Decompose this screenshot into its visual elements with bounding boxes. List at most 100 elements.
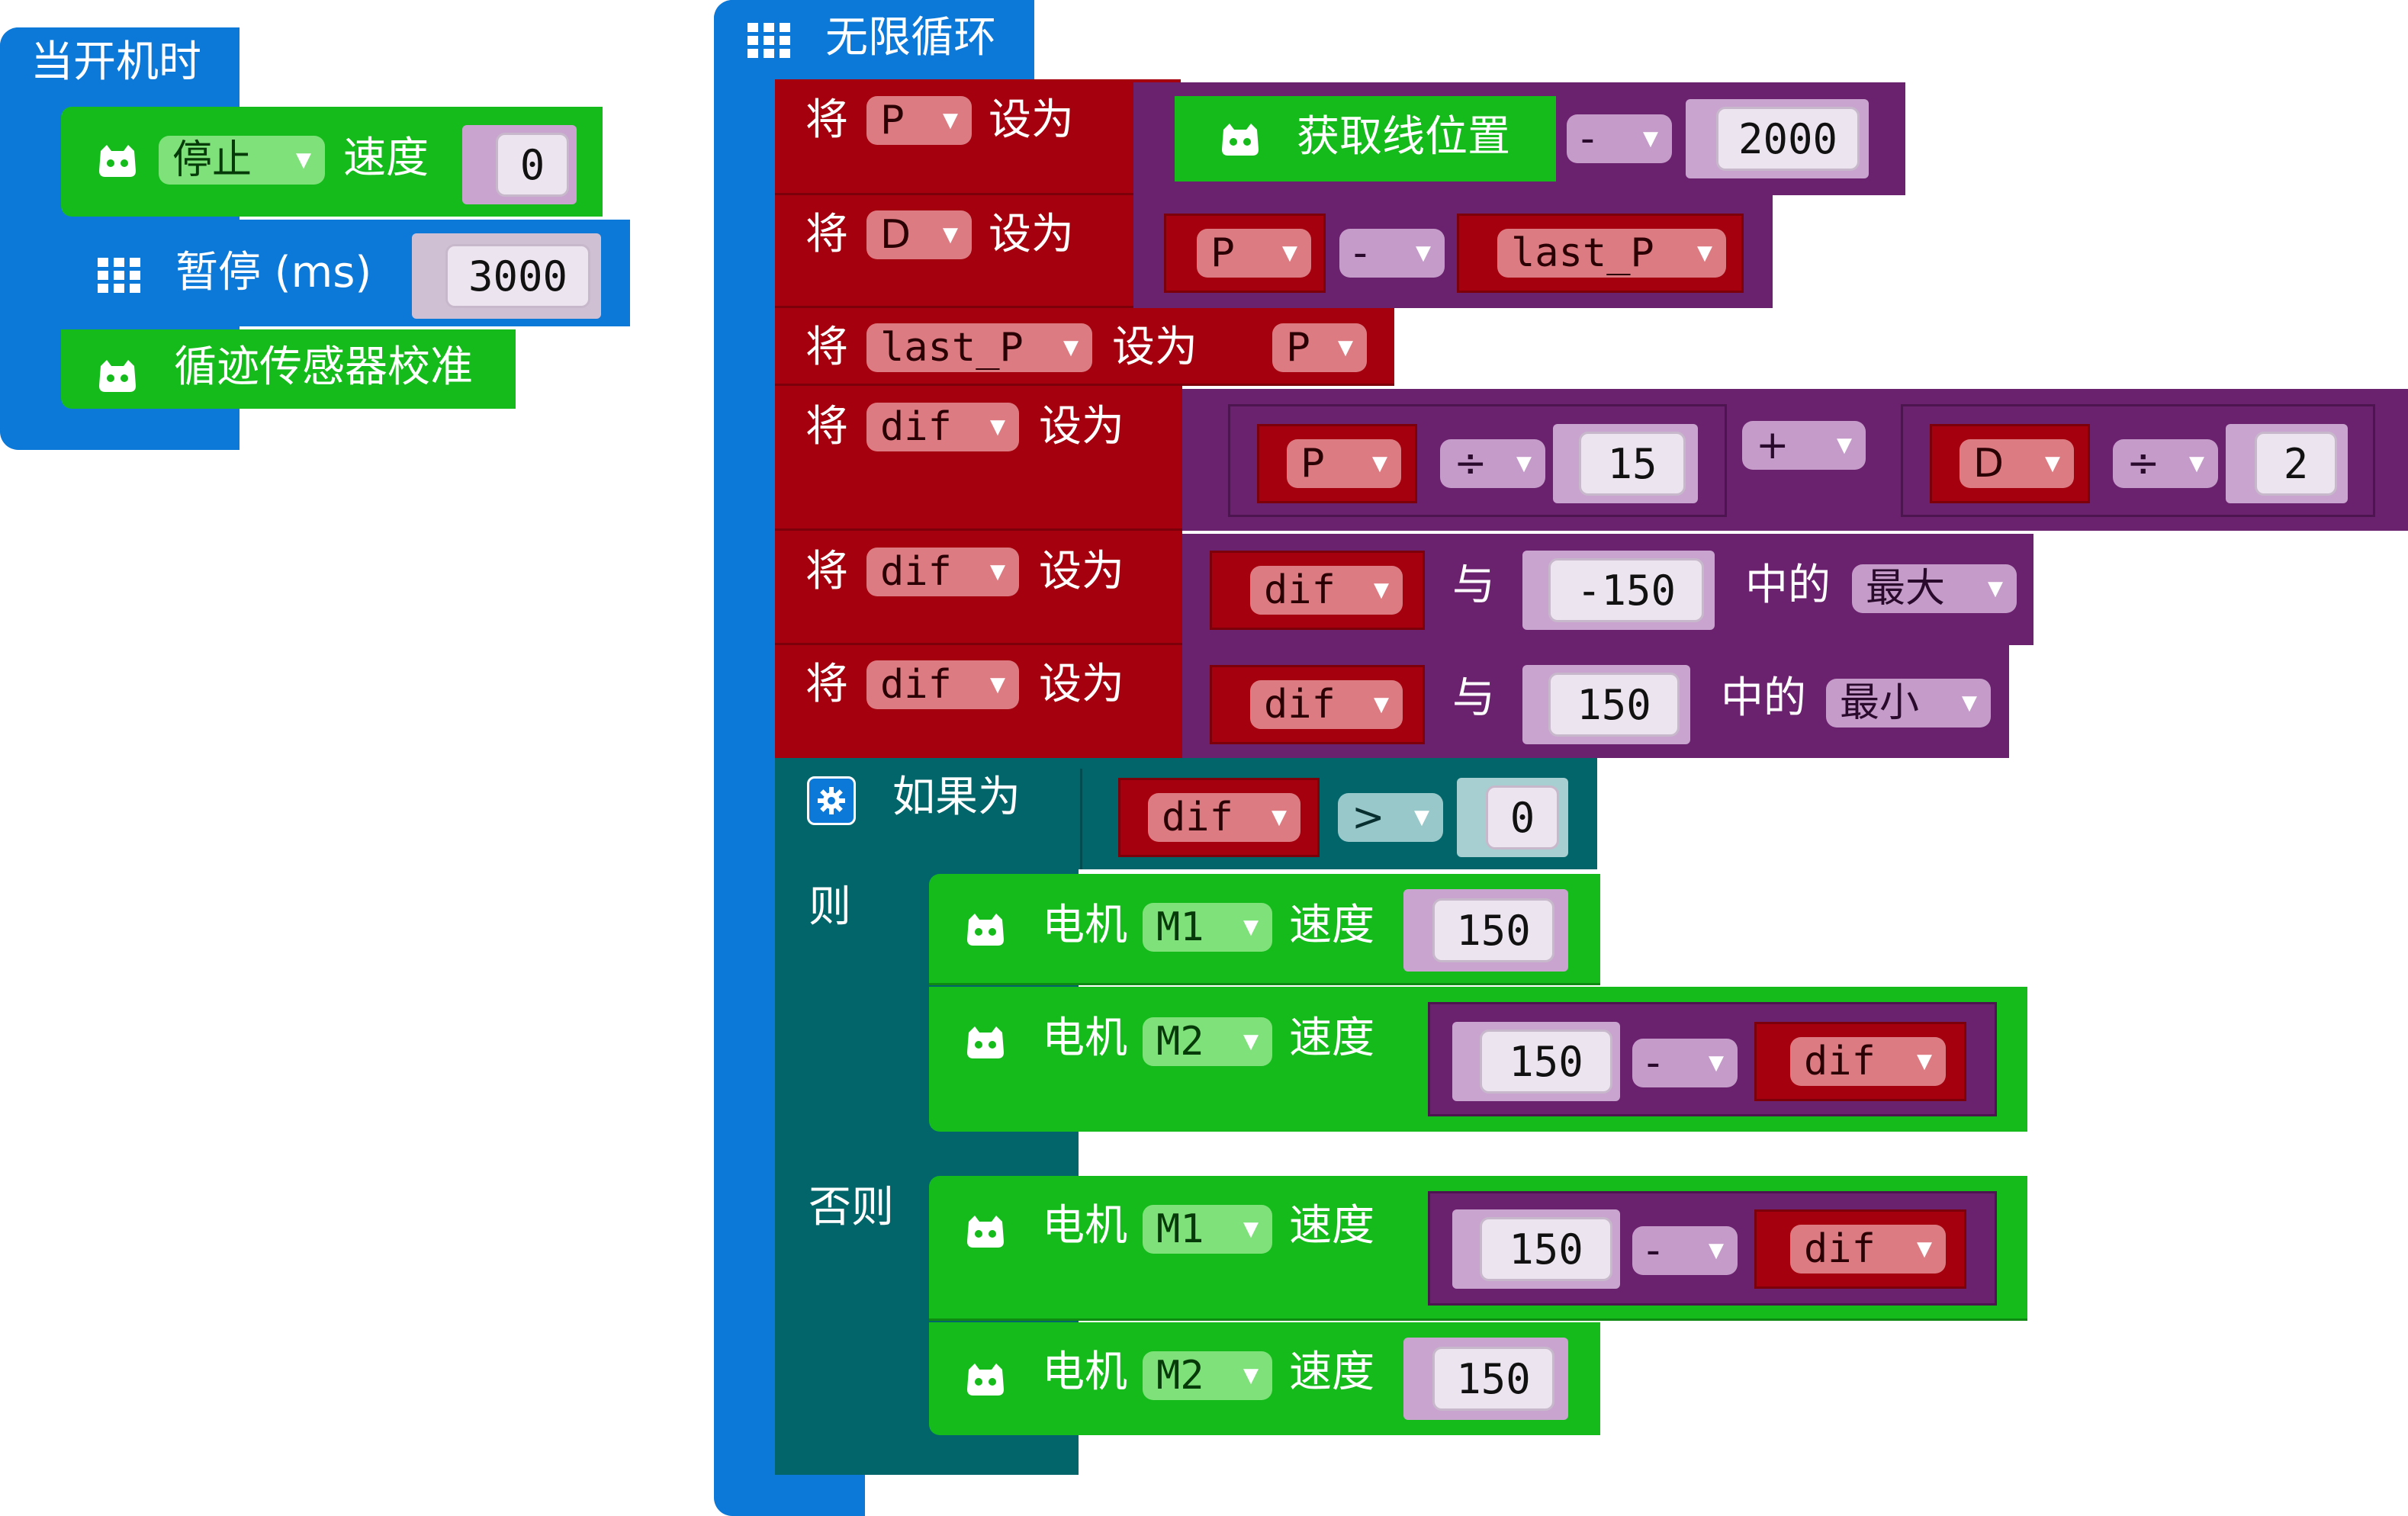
var-reporter-dif[interactable]: dif ▼ [1754,1209,1966,1289]
motor-dropdown-m1[interactable]: M1▼ [1143,1205,1272,1254]
operator-value: > [1352,795,1385,840]
speed-label: 速度 [343,133,429,183]
dropdown-arrow-icon: ▼ [2189,452,2204,475]
dropdown-arrow-icon: ▼ [1374,693,1389,716]
robot-icon [99,360,136,392]
var-name: last_P [880,325,1024,371]
else-m2-speed-input[interactable]: 150 [1432,1347,1554,1411]
to-word: 设为 [1112,323,1198,372]
operator-dropdown-minus[interactable]: -▼ [1567,114,1672,163]
var-reporter-p[interactable]: P▼ [1257,424,1417,503]
operator-dropdown-divide[interactable]: ÷▼ [2113,439,2218,488]
pause-label: 暂停 (ms) [175,248,372,297]
of-word: 中的 [1721,673,1806,723]
gear-glyph [818,787,845,814]
speed-label: 速度 [1289,1013,1374,1063]
motor-value: M1 [1156,904,1204,950]
var-dropdown-dif[interactable]: dif▼ [866,403,1019,451]
then-m2-base-input[interactable]: 150 [1480,1029,1612,1094]
robot-icon [967,1216,1004,1248]
max-bound-input[interactable]: 150 [1548,673,1680,737]
compare-value-input[interactable]: 0 [1486,785,1559,850]
operator-dropdown-divide[interactable]: ÷▼ [1440,439,1545,488]
divisor-input-15[interactable]: 15 [1579,432,1686,496]
motor-dropdown-m1[interactable]: M1 ▼ [1143,903,1272,952]
speed-label: 速度 [1289,901,1374,950]
motor-label: 电机 [1042,1013,1127,1063]
var-dropdown[interactable]: dif▼ [1148,793,1300,842]
dropdown-arrow-icon: ▼ [1416,242,1431,265]
to-word: 设为 [989,95,1074,145]
var-dropdown[interactable]: P▼ [1287,439,1401,488]
var-reporter-last-p[interactable]: last_P▼ [1457,214,1744,293]
offset-value-input[interactable]: 2000 [1716,107,1860,171]
var-dropdown[interactable]: dif▼ [1790,1037,1946,1086]
dropdown-arrow-icon: ▼ [943,109,958,132]
set-word: 将 [805,660,848,709]
operator-dropdown-minus[interactable]: -▼ [1339,229,1445,278]
to-word: 设为 [989,210,1074,259]
dropdown-arrow-icon: ▼ [296,149,311,172]
motor-label: 电机 [1042,1347,1127,1397]
dropdown-arrow-icon: ▼ [1372,452,1387,475]
var-name: P [1210,230,1235,276]
function-dropdown-min[interactable]: 最小▼ [1826,679,1991,727]
gear-icon[interactable] [807,776,856,825]
robot-icon [967,914,1004,946]
var-reporter-d[interactable]: D▼ [1930,424,2090,503]
to-word: 设为 [1039,660,1124,709]
robot-icon [967,1363,1004,1396]
to-word: 设为 [1039,547,1124,596]
divisor-input-2[interactable]: 2 [2255,432,2337,496]
var-dropdown-p[interactable]: P▼ [866,96,972,145]
then-m1-speed-input[interactable]: 150 [1432,898,1554,962]
operator-value: - [1646,1228,1661,1274]
dropdown-arrow-icon: ▼ [1243,916,1259,939]
min-bound-input[interactable]: -150 [1548,558,1704,622]
var-dropdown[interactable]: dif ▼ [1790,1225,1946,1274]
var-dropdown[interactable]: dif▼ [1250,566,1403,615]
dropdown-arrow-icon: ▼ [1837,434,1852,457]
var-dropdown-p[interactable]: P▼ [1272,323,1367,372]
var-dropdown-dif[interactable]: dif▼ [866,660,1019,709]
motor-value: M1 [1156,1206,1204,1252]
var-reporter-p[interactable]: P▼ [1164,214,1326,293]
else-m1-base-input[interactable]: 150 [1480,1217,1612,1281]
operator-dropdown-minus[interactable]: -▼ [1632,1226,1738,1275]
speed-label: 速度 [1289,1347,1374,1397]
function-dropdown-max[interactable]: 最大▼ [1852,564,2017,613]
operator-dropdown-plus[interactable]: +▼ [1742,421,1866,470]
var-name: dif [1804,1039,1876,1084]
var-reporter-dif[interactable]: dif▼ [1118,778,1320,857]
var-dropdown[interactable]: last_P▼ [1497,229,1726,278]
var-dropdown-d[interactable]: D▼ [866,210,972,259]
var-name: D [880,212,911,258]
forever-label: 无限循环 [825,13,996,63]
var-dropdown[interactable]: P▼ [1197,229,1311,278]
motor-value: M2 [1156,1353,1204,1399]
dropdown-arrow-icon: ▼ [1917,1238,1932,1261]
stop-mode-dropdown[interactable]: 停止▼ [159,136,325,185]
function-value: 最小 [1840,680,1920,726]
dropdown-arrow-icon: ▼ [1272,806,1287,829]
var-dropdown-last-p[interactable]: last_P▼ [866,323,1092,372]
compare-operator-dropdown[interactable]: >▼ [1338,793,1443,842]
stop-speed-input[interactable]: 0 [496,133,569,197]
motor-dropdown-m2[interactable]: M2▼ [1143,1017,1272,1066]
var-dropdown[interactable]: D▼ [1960,439,2074,488]
operator-value: ÷ [1454,441,1487,487]
speed-label: 速度 [1289,1201,1374,1251]
var-reporter-dif[interactable]: dif▼ [1210,665,1425,744]
motor-dropdown-m2[interactable]: M2▼ [1143,1351,1272,1400]
var-dropdown[interactable]: dif▼ [1250,680,1403,729]
calibrate-label: 循迹传感器校准 [174,342,473,392]
var-name: dif [1804,1226,1876,1272]
pause-duration-input[interactable]: 3000 [445,244,590,308]
var-reporter-dif[interactable]: dif▼ [1754,1022,1966,1101]
var-reporter-dif[interactable]: dif▼ [1210,551,1425,630]
dropdown-arrow-icon: ▼ [1338,336,1353,359]
calibrate-sensor-block[interactable] [61,329,516,409]
operator-value: - [1353,230,1368,276]
operator-dropdown-minus[interactable]: -▼ [1632,1039,1738,1087]
var-dropdown-dif[interactable]: dif▼ [866,548,1019,596]
